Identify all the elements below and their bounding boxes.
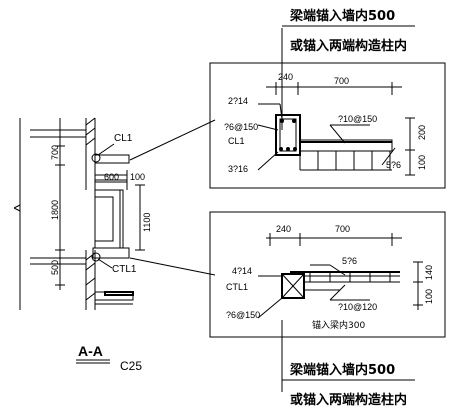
ctl1-anchor-note: 锚入梁内300: [312, 319, 365, 331]
leader-ctl1: [97, 258, 113, 269]
cl1-slab-rebar: ?10@150: [338, 114, 377, 124]
ctl1-slab-rebar: ?10@120: [338, 302, 377, 312]
dim-100-left: 100: [130, 172, 145, 182]
note-bottom-line2: 或锚入两端构造柱内: [290, 392, 407, 408]
ctl1-name: CTL1: [226, 282, 248, 292]
dim-1100: 1100: [142, 213, 152, 232]
cl1-dim-240: 240: [278, 72, 293, 82]
detail-cl1-drawing: [257, 82, 415, 176]
leader-cl1: [97, 143, 115, 156]
dim-600: 600: [104, 172, 119, 182]
ctl1-dim-140: 140: [424, 265, 434, 280]
dim-1800: 1800: [50, 200, 60, 220]
ctl1-dim-240: 240: [276, 224, 291, 234]
cl1-dim-100: 100: [417, 155, 427, 170]
ctl1-rebar-stirrup: ?6@150: [226, 310, 260, 320]
section-elevation: [13, 117, 145, 310]
ctl1-dim-100: 100: [424, 289, 434, 304]
label-cl1: CL1: [114, 133, 133, 144]
cl1-slab-bottom: 5?6: [386, 160, 401, 170]
note-bottom-line1: 梁端锚入墙内500: [289, 362, 395, 378]
detail-ctl1-drawing: [257, 233, 423, 319]
cl1-rebar-top: 2?14: [228, 96, 248, 106]
note-top-line1: 梁端锚入墙内500: [289, 8, 395, 24]
cl1-name: CL1: [228, 136, 245, 146]
leader-to-cl1-detail: [129, 119, 216, 161]
ctl1-dim-700: 700: [335, 224, 350, 234]
ctl1-slab-top: 5?6: [342, 256, 357, 266]
detail-cl1-frame: [209, 62, 446, 189]
leader-to-ctl1-detail: [129, 257, 216, 276]
section-title: A-A: [78, 343, 103, 359]
dim-500: 500: [50, 260, 60, 275]
dim-700: 700: [50, 145, 60, 160]
ctl1-rebar-top: 4?14: [232, 266, 252, 276]
cl1-rebar-stirrup: ?6@150: [224, 122, 258, 132]
cl1-dim-700: 700: [334, 76, 349, 86]
detail-ctl1-frame: [209, 211, 446, 338]
label-ctl1: CTL1: [112, 264, 137, 275]
cl1-rebar-bottom: 3?16: [228, 164, 248, 174]
note-top-line2: 或锚入两端构造柱内: [290, 38, 407, 54]
cl1-dim-200: 200: [417, 125, 427, 140]
concrete-grade: C25: [120, 359, 142, 373]
